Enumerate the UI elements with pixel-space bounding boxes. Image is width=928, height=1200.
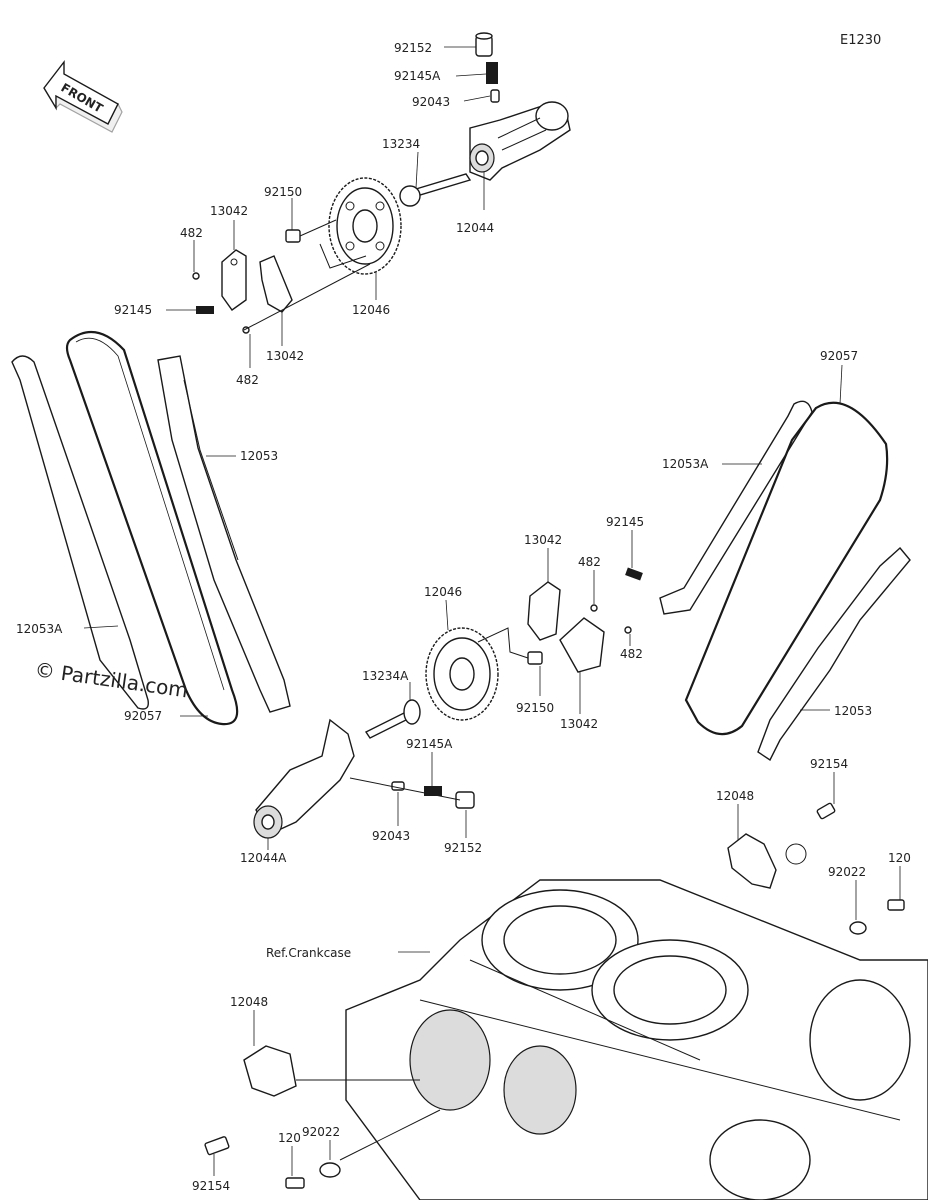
part-92152-top[interactable] — [475, 32, 493, 57]
diagram-code: E1230 — [840, 33, 881, 48]
label-92145-top: 92145 — [114, 303, 152, 317]
part-12044[interactable] — [469, 101, 571, 181]
label-120-left: 120 — [278, 1131, 301, 1145]
part-13234[interactable] — [399, 173, 472, 207]
label-12053a-right: 12053A — [662, 457, 709, 471]
label-482-mid-a: 482 — [578, 555, 601, 569]
label-12053-right: 12053 — [834, 704, 872, 718]
label-13042-mid-b: 13042 — [560, 717, 598, 731]
label-ref-crankcase: Ref.Crankcase — [266, 946, 351, 960]
label-92145-mid: 92145 — [606, 515, 644, 529]
part-482-top-a[interactable] — [192, 272, 200, 280]
part-92154-right[interactable] — [816, 802, 836, 820]
label-12053a-left: 12053A — [16, 622, 63, 636]
part-482-mid-b[interactable] — [624, 626, 632, 634]
part-92145-mid[interactable] — [625, 567, 643, 581]
part-92057-right[interactable] — [684, 401, 889, 736]
label-92150-mid: 92150 — [516, 701, 554, 715]
part-12048-right[interactable] — [727, 833, 807, 889]
label-13042-top-a: 13042 — [210, 204, 248, 218]
label-120-right: 120 — [888, 851, 911, 865]
leader-lines — [83, 46, 901, 1176]
part-92022-left[interactable] — [319, 1162, 341, 1178]
part-12044a[interactable] — [253, 718, 355, 839]
part-13042-mid-b[interactable] — [559, 617, 605, 673]
part-12046-top[interactable] — [328, 177, 402, 275]
label-13042-mid-a: 13042 — [524, 533, 562, 547]
label-92145a-top: 92145A — [394, 69, 441, 83]
part-13042-top-a[interactable] — [221, 249, 247, 311]
part-12053a-right[interactable] — [659, 400, 813, 615]
part-13042-mid-a[interactable] — [527, 581, 561, 641]
part-92145-top[interactable] — [196, 306, 214, 314]
label-92057-left: 92057 — [124, 709, 162, 723]
label-13234: 13234 — [382, 137, 420, 151]
part-92152-mid[interactable] — [455, 791, 475, 809]
part-92043-top[interactable] — [490, 89, 500, 103]
label-482-top-b: 482 — [236, 373, 259, 387]
part-92154-left[interactable] — [204, 1136, 230, 1156]
part-13234a[interactable] — [364, 699, 421, 739]
label-92150-top: 92150 — [264, 185, 302, 199]
label-92022-right: 92022 — [828, 865, 866, 879]
part-12053-right[interactable] — [757, 546, 911, 762]
label-92022-left: 92022 — [302, 1125, 340, 1139]
label-12044a: 12044A — [240, 851, 287, 865]
label-12053-left: 12053 — [240, 449, 278, 463]
label-92043-mid: 92043 — [372, 829, 410, 843]
label-92154-right: 92154 — [810, 757, 848, 771]
part-92145a-top[interactable] — [486, 62, 498, 84]
part-92022-right[interactable] — [849, 921, 867, 935]
label-12046-top: 12046 — [352, 303, 390, 317]
label-12044: 12044 — [456, 221, 494, 235]
crankcase — [345, 879, 928, 1200]
label-13042-top-b: 13042 — [266, 349, 304, 363]
label-92154-left: 92154 — [192, 1179, 230, 1193]
label-482-top-a: 482 — [180, 226, 203, 240]
label-92043-top: 92043 — [412, 95, 450, 109]
label-92145a-mid: 92145A — [406, 737, 453, 751]
label-92057-right: 92057 — [820, 349, 858, 363]
front-arrow-icon: FRONT — [43, 59, 123, 133]
part-482-mid-a[interactable] — [590, 604, 598, 612]
part-12046-mid[interactable] — [425, 627, 499, 721]
label-92152-mid: 92152 — [444, 841, 482, 855]
part-12048-left[interactable] — [243, 1045, 297, 1097]
part-12053a-left[interactable] — [11, 355, 149, 710]
part-92057-left[interactable] — [65, 330, 239, 726]
part-13042-top-b[interactable] — [259, 255, 293, 313]
part-92150-mid[interactable] — [527, 651, 543, 665]
label-482-mid-b: 482 — [620, 647, 643, 661]
part-92145a-mid[interactable] — [424, 786, 442, 796]
label-12048-left: 12048 — [230, 995, 268, 1009]
label-12048-right: 12048 — [716, 789, 754, 803]
part-12053-left[interactable] — [157, 355, 291, 713]
label-12046-mid: 12046 — [424, 585, 462, 599]
label-92152-top: 92152 — [394, 41, 432, 55]
part-92150-top[interactable] — [285, 219, 337, 243]
label-13234a: 13234A — [362, 669, 409, 683]
part-120-right[interactable] — [887, 899, 905, 911]
part-120-left[interactable] — [285, 1177, 305, 1189]
